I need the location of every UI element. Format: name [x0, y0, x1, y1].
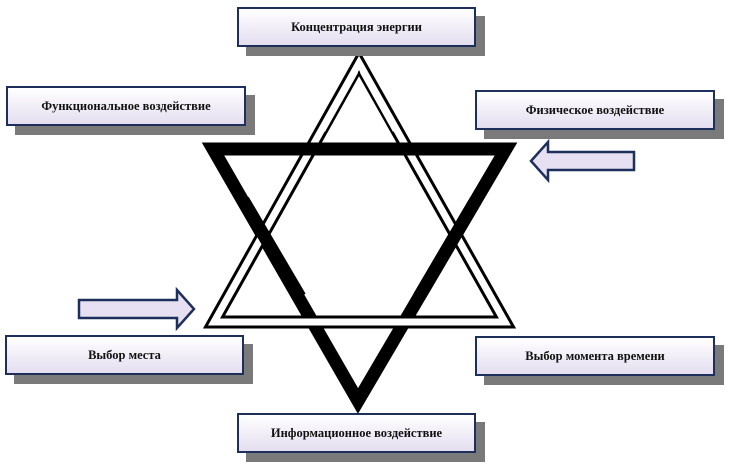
label-functional-impact: Функциональное воздействие [6, 86, 246, 126]
star-white-triangle-outer [202, 49, 517, 329]
hexagram-star-icon [201, 49, 518, 414]
label-energy-concentration: Концентрация энергии [237, 7, 476, 47]
star-white-weave-upper-right [359, 69, 400, 132]
star-white-weave-upper-left [318, 69, 359, 132]
arrow-left-icon [529, 138, 636, 184]
star-white-triangle-inner [208, 55, 511, 326]
star-weave-segment-right [413, 196, 482, 301]
label-place-choice: Выбор места [5, 335, 244, 375]
label-informational-impact: Информационное воздействие [237, 413, 476, 453]
arrow-right-icon [77, 286, 196, 332]
label-time-moment-choice: Выбор момента времени [475, 336, 715, 376]
label-physical-impact: Физическое воздействие [475, 90, 715, 130]
star-black-triangle [201, 142, 518, 414]
star-weave-segment-left [237, 196, 306, 301]
